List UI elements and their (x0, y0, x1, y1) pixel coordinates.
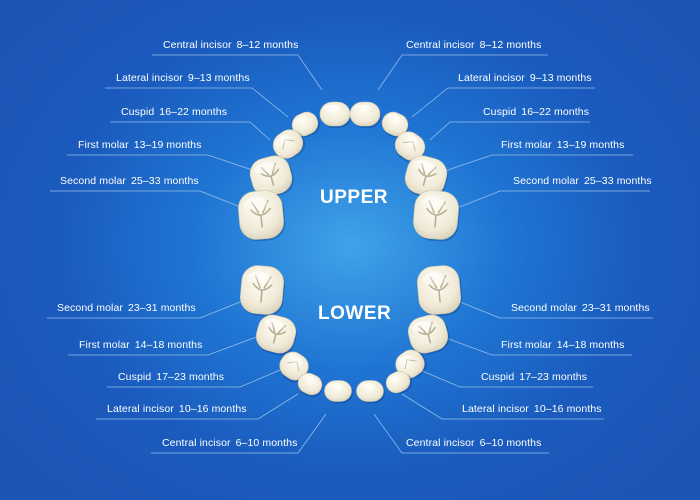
leader-line-lower-left-first-molar (68, 334, 263, 356)
tooth-lower-cuspid-right (395, 349, 427, 379)
leader-line-upper-left-second-molar (50, 190, 249, 211)
leader-line-lower-right-first-molar (437, 334, 632, 356)
tooth-upper-lateral-incisor-left (291, 111, 321, 138)
tooth-lower-first-molar-right (407, 314, 450, 355)
leader-line-upper-left-cuspid (110, 121, 271, 141)
leader-line-upper-left-central-incisor (152, 54, 323, 91)
tooth-upper-second-molar-left (238, 190, 286, 242)
leader-line-lower-right-central-incisor (373, 413, 549, 454)
tooth-upper-central-incisor-right (349, 101, 382, 128)
leader-line-upper-right-second-molar (451, 190, 650, 211)
leader-line-upper-right-central-incisor (377, 54, 548, 91)
leader-line-lower-right-lateral-incisor (401, 393, 604, 420)
teeth-group (238, 101, 463, 404)
tooth-lower-lateral-incisor-left (297, 372, 323, 398)
tooth-lower-second-molar-right (417, 265, 463, 317)
tooth-lower-central-incisor-left (324, 380, 353, 404)
tooth-lower-second-molar-left (240, 265, 286, 317)
leader-line-lower-right-second-molar (449, 297, 653, 319)
leader-line-lower-left-second-molar (47, 297, 251, 319)
tooth-upper-first-molar-left (249, 155, 294, 198)
lower-jaw-title: LOWER (318, 303, 392, 324)
tooth-lower-first-molar-left (255, 314, 297, 356)
tooth-upper-first-molar-right (404, 155, 448, 199)
tooth-upper-central-incisor-left (319, 101, 352, 128)
leader-line-lower-left-central-incisor (151, 413, 327, 454)
tooth-upper-second-molar-right (413, 190, 460, 242)
upper-jaw-title: UPPER (320, 187, 388, 208)
leader-line-upper-left-lateral-incisor (105, 87, 289, 118)
tooth-upper-cuspid-right (394, 131, 426, 163)
leader-line-upper-left-first-molar (67, 154, 259, 173)
leader-line-upper-right-lateral-incisor (411, 87, 595, 118)
tooth-upper-cuspid-left (272, 129, 306, 160)
leader-line-lower-left-lateral-incisor (96, 393, 299, 420)
leader-line-upper-right-first-molar (441, 154, 633, 173)
leader-line-lower-right-cuspid (419, 369, 593, 388)
tooth-lower-lateral-incisor-right (385, 370, 413, 395)
leader-line-lower-left-cuspid (107, 369, 281, 388)
leader-lines (47, 54, 653, 454)
leader-line-upper-right-cuspid (429, 121, 590, 141)
tooth-upper-lateral-incisor-right (381, 111, 409, 139)
tooth-lower-central-incisor-right (356, 380, 385, 404)
